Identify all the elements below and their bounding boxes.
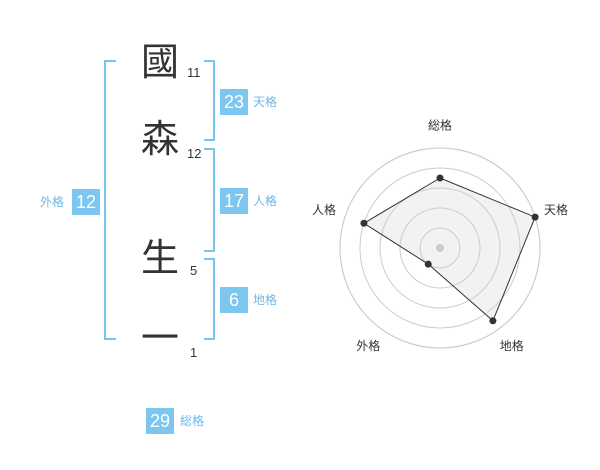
radar-axis-label: 地格 <box>500 338 524 353</box>
radar-axis-label: 人格 <box>312 202 336 217</box>
chikaku-label: 地格 <box>253 293 278 307</box>
stroke-count-1: 11 <box>187 65 201 80</box>
gaikaku-value: 12 <box>72 189 100 215</box>
radar-axis-label: 総格 <box>428 118 452 133</box>
radar-point <box>531 213 539 221</box>
radar-axis-label: 天格 <box>544 202 568 217</box>
radar-grid-ring <box>419 227 461 269</box>
chikaku-bracket <box>204 258 215 340</box>
radar-center <box>436 244 444 252</box>
radar-area <box>363 178 536 321</box>
radar-point <box>424 260 432 268</box>
radar-outline <box>362 177 536 322</box>
soukaku-label: 総格 <box>180 414 205 428</box>
radar-axis-label: 外格 <box>356 338 380 353</box>
stroke-count-3: 5 <box>190 263 198 278</box>
radar-grid-ring <box>359 167 521 329</box>
radar-grid-ring <box>399 207 481 289</box>
radar-point <box>436 174 444 182</box>
soukaku-value: 29 <box>146 408 174 434</box>
name-char-2: 森 <box>140 117 179 161</box>
gaikaku-bracket <box>104 60 116 340</box>
chikaku-value: 6 <box>220 287 248 313</box>
jinkaku-value: 17 <box>220 188 248 214</box>
tenkaku-value: 23 <box>220 89 248 115</box>
tenkaku-label: 天格 <box>253 95 278 109</box>
name-char-1: 國 <box>140 40 179 84</box>
jinkaku-bracket <box>204 148 215 252</box>
radar-grid-ring <box>339 147 541 349</box>
stroke-count-2: 12 <box>187 146 202 161</box>
gaikaku-label: 外格 <box>40 195 65 209</box>
name-char-3: 生 <box>140 236 179 280</box>
radar-point <box>489 317 497 325</box>
jinkaku-label: 人格 <box>253 194 278 208</box>
radar-point <box>360 219 368 227</box>
stroke-count-4: 1 <box>190 345 198 360</box>
radar-grid-ring <box>379 187 501 309</box>
tenkaku-bracket <box>204 60 215 141</box>
name-char-4: 一 <box>140 316 179 360</box>
